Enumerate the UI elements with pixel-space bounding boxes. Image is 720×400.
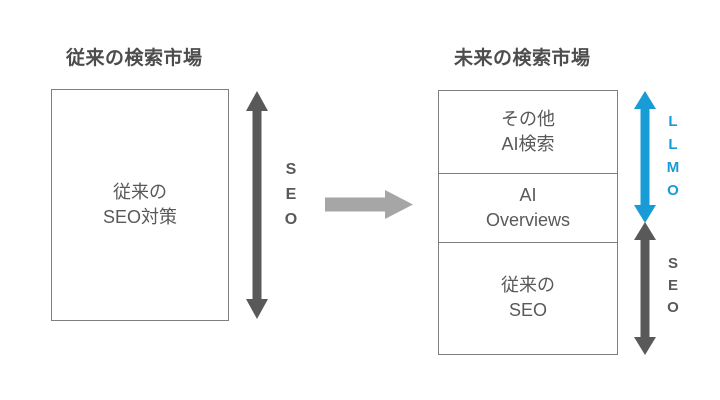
left-market-title: 従来の検索市場 (66, 48, 203, 69)
future-market-box: その他 AI検索 AI Overviews 従来の SEO (438, 90, 618, 355)
right-seo-double-arrow-icon (634, 222, 656, 355)
ai-overviews-label: AI Overviews (485, 185, 570, 231)
traditional-seo-section-label: 従来の SEO (501, 275, 555, 321)
traditional-seo-box-label: 従来の SEO対策 (102, 182, 177, 227)
ai-overviews-section: AI Overviews (439, 173, 617, 241)
traditional-seo-box: 従来の SEO対策 (51, 89, 229, 321)
right-market-title: 未来の検索市場 (454, 48, 591, 69)
left-seo-double-arrow-icon (246, 91, 268, 319)
other-ai-search-label: その他 AI検索 (501, 109, 555, 155)
right-seo-arrow-label: S E O (667, 255, 679, 316)
other-ai-search-section: その他 AI検索 (439, 91, 617, 173)
transition-right-arrow-icon (325, 190, 413, 219)
traditional-seo-section: 従来の SEO (439, 241, 617, 354)
llmo-double-arrow-icon (634, 91, 656, 223)
left-seo-arrow-label: S E O (284, 161, 298, 228)
llmo-arrow-label: L L M O (666, 113, 680, 199)
